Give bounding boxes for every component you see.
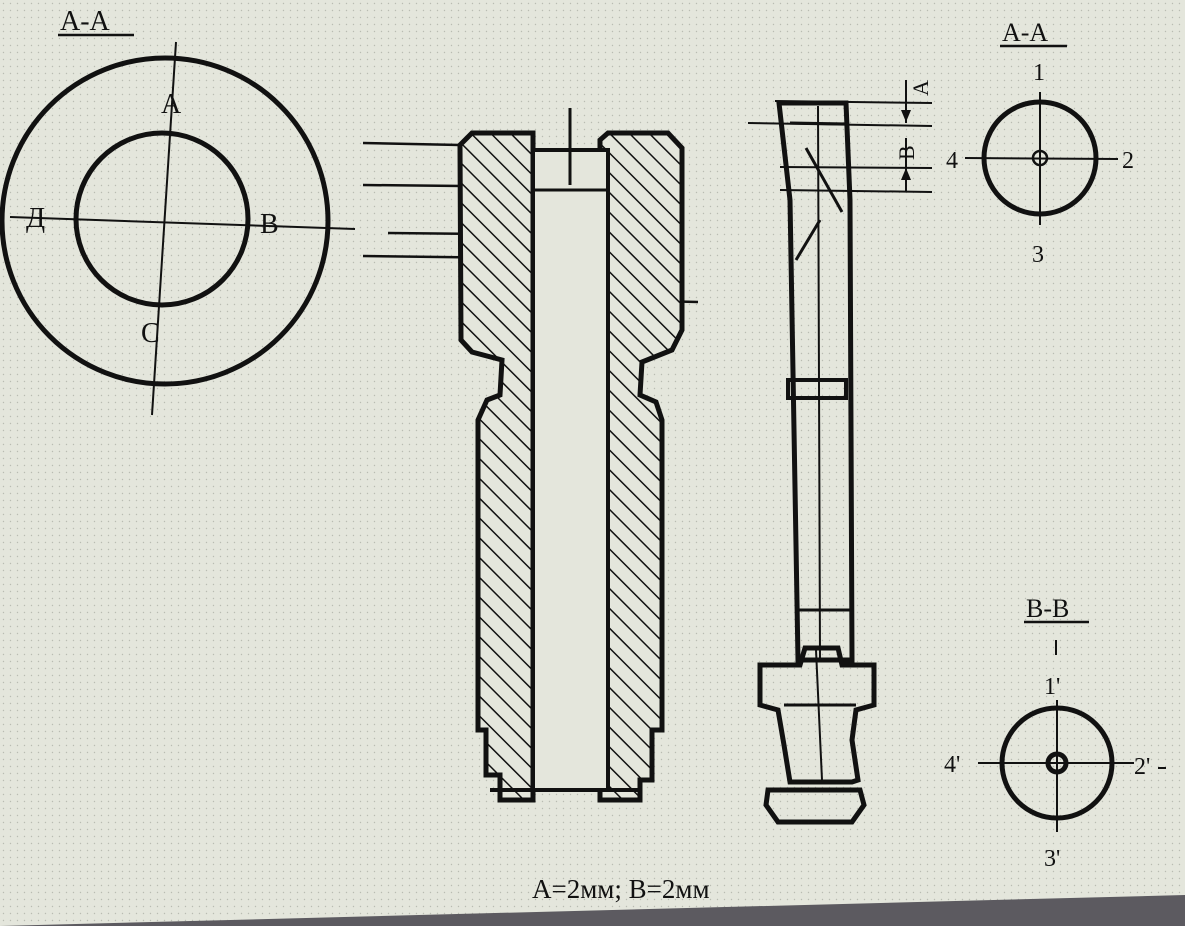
sleeve-right-wall	[597, 130, 685, 803]
section-right-top-title: А-А	[1002, 18, 1048, 47]
rod-fitting	[757, 645, 877, 785]
sleeve-section-view	[362, 108, 699, 803]
outer-circle	[0, 55, 331, 387]
rod-band	[786, 378, 848, 400]
point-label-right: В	[260, 209, 279, 240]
point-label-left: Д	[26, 203, 45, 234]
caption: А=2мм; В=2мм	[532, 874, 710, 904]
section-left-title: А-А	[60, 6, 111, 37]
point-label-3p: 3'	[1044, 846, 1060, 872]
rod-side-view: А В	[747, 80, 933, 825]
dim-label-a: А	[908, 80, 933, 96]
point-label-2: 2	[1122, 148, 1134, 174]
point-label-top: А	[161, 89, 182, 120]
rod-body	[776, 100, 855, 663]
point-label-4: 4	[946, 148, 958, 174]
point-label-4p: 4'	[944, 752, 960, 778]
rod-bottom-nut	[763, 787, 867, 825]
point-label-1: 1	[1033, 60, 1045, 86]
dim-label-b: В	[894, 145, 919, 160]
point-label-bottom: С	[141, 318, 160, 349]
section-right-top-view: А-А 1 2 3 4	[946, 18, 1134, 268]
sleeve-left-wall	[457, 130, 536, 803]
point-label-3: 3	[1032, 242, 1044, 268]
point-label-2p: 2'	[1134, 754, 1150, 780]
point-label-1p: 1'	[1044, 674, 1060, 700]
vertical-axis	[151, 41, 177, 416]
horizontal-axis	[9, 216, 356, 230]
section-right-bottom-view: B-B 1' 2' 3' 4'	[944, 594, 1166, 872]
section-right-bottom-title: B-B	[1026, 594, 1069, 623]
section-left-view: А-А А Д В С	[0, 6, 356, 416]
sleeve-bore	[531, 148, 610, 792]
